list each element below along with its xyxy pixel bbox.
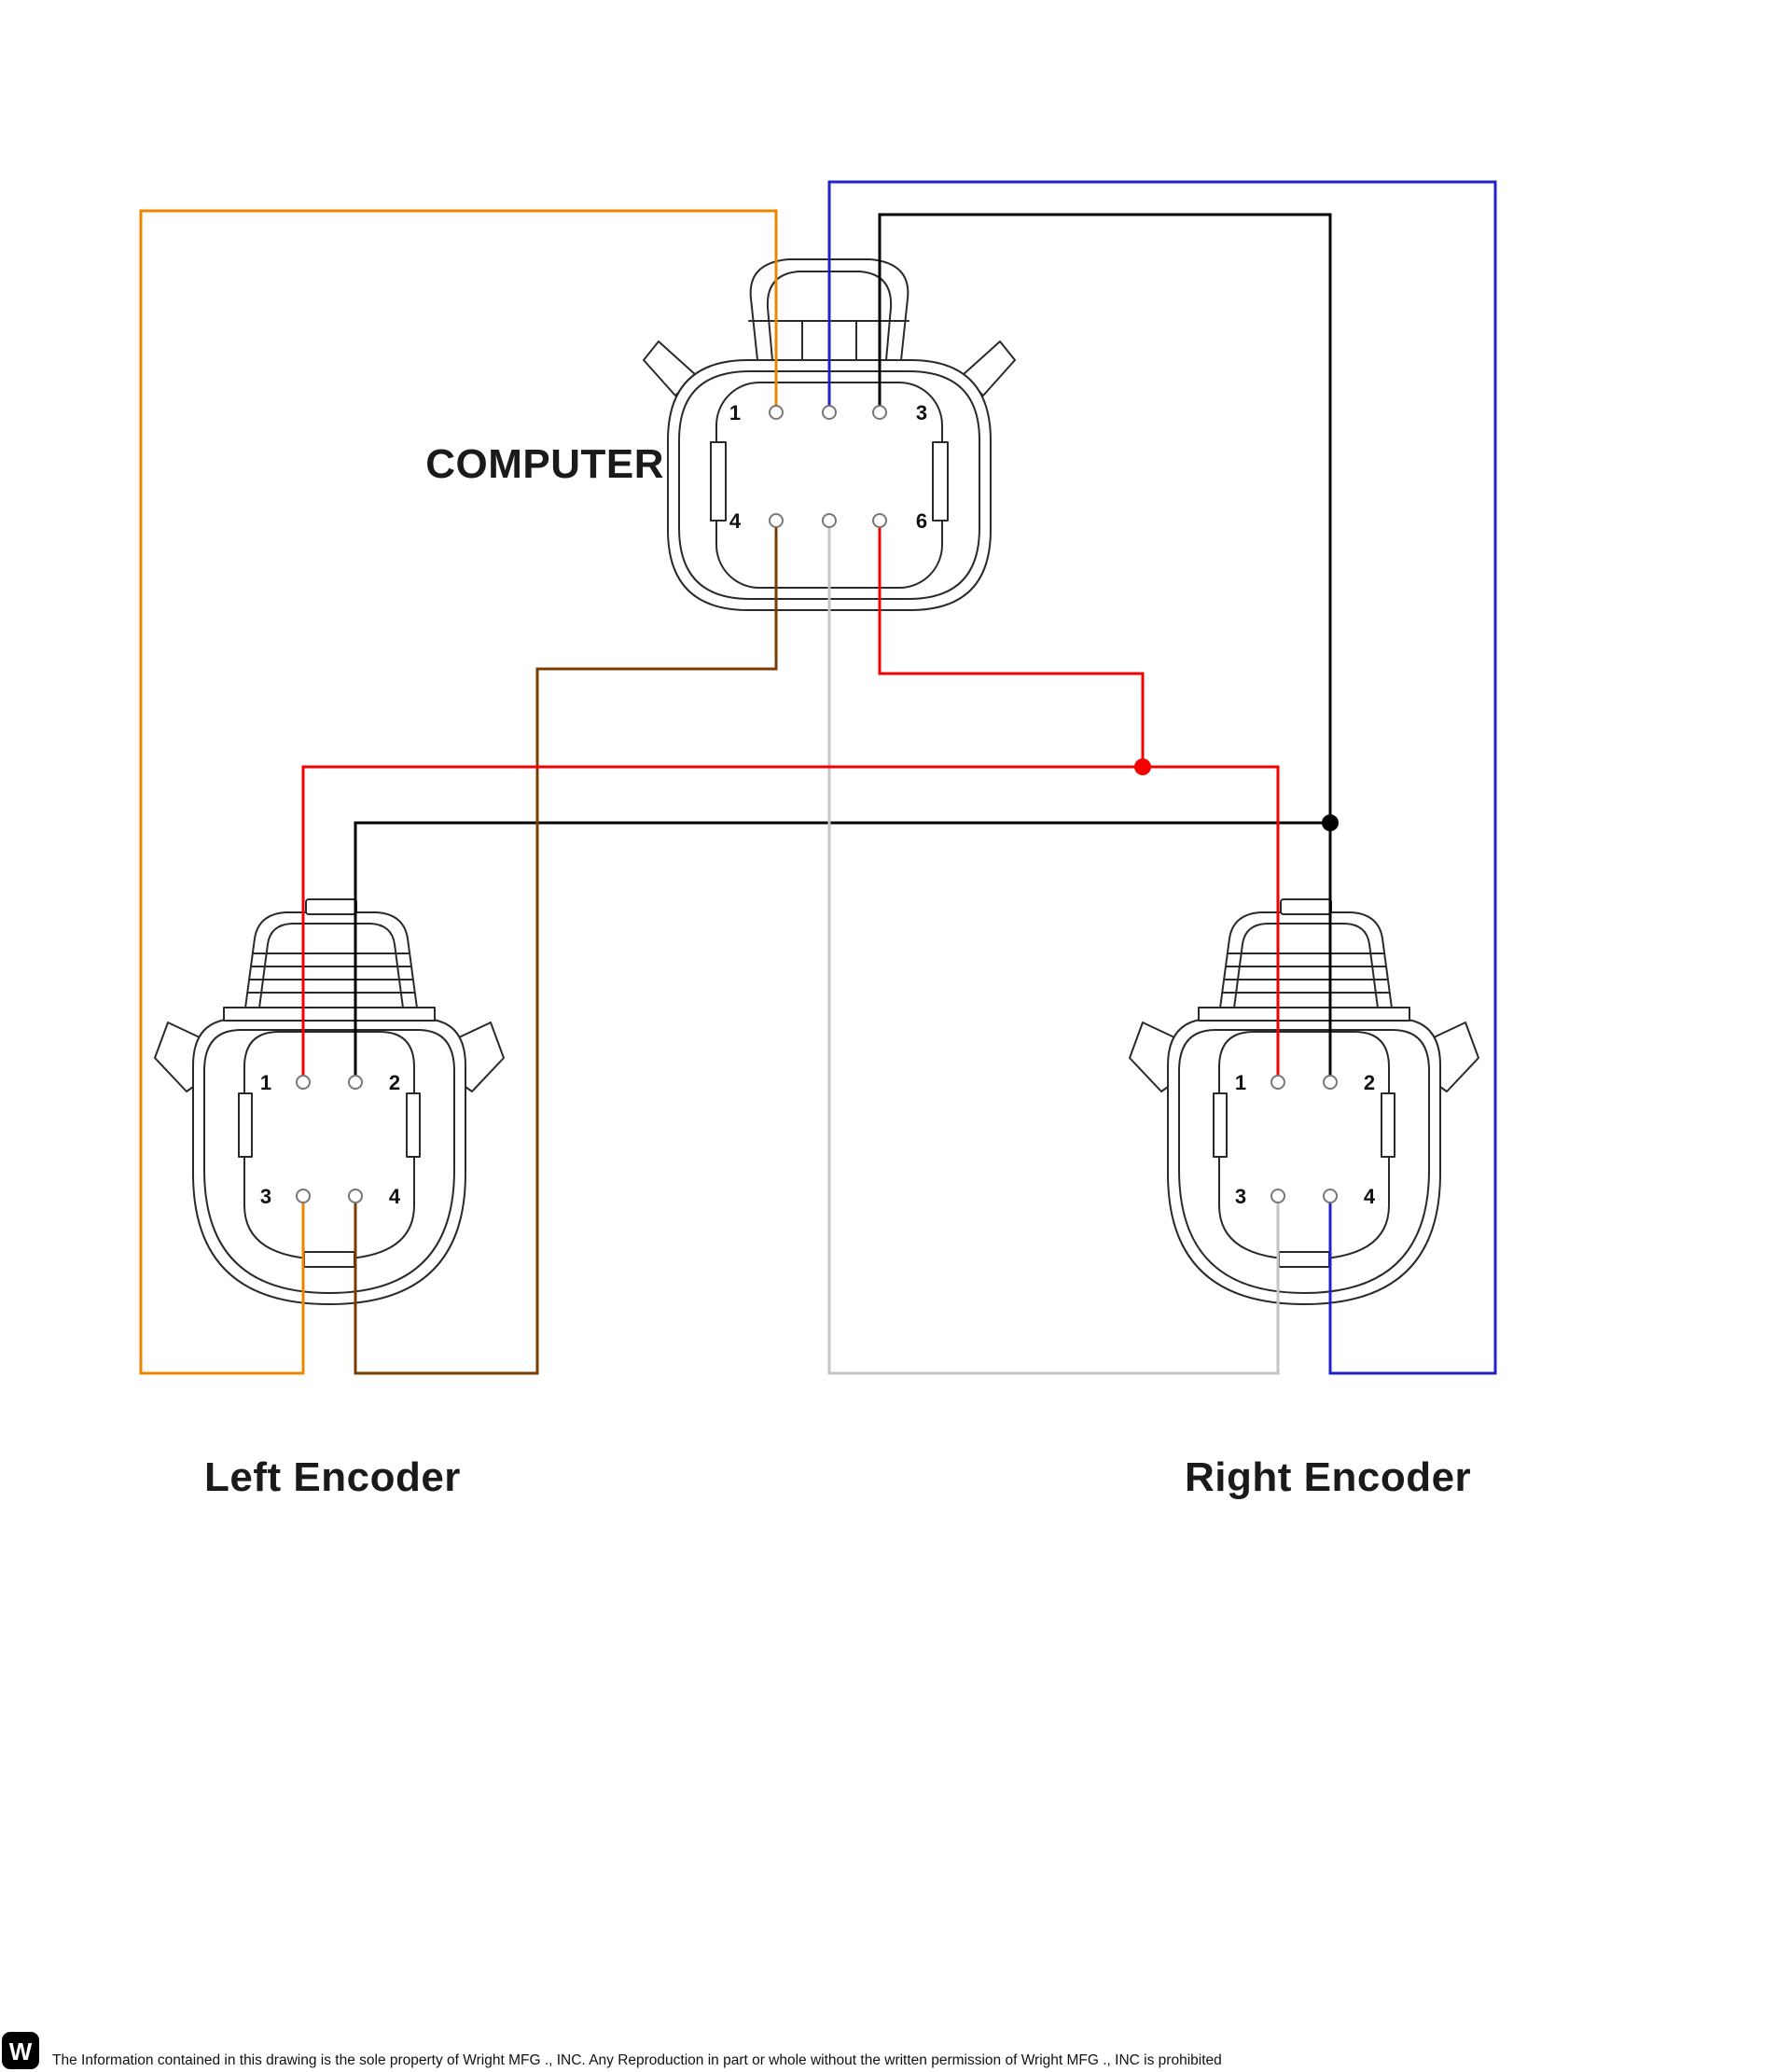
wire-gray-computer5-to-right3 <box>827 521 1280 1375</box>
pin-label-right-encoder-3: 3 <box>1235 1185 1246 1208</box>
computer-keyway-right <box>932 441 949 521</box>
pin-computer-5 <box>822 513 837 528</box>
wire-blue-computer2-to-right4 <box>827 180 1497 1375</box>
pin-label-left-encoder-4: 4 <box>389 1185 401 1208</box>
footer: W The Information contained in this draw… <box>2 2032 1222 2069</box>
pin-left-encoder-2 <box>348 1075 363 1090</box>
pin-computer-6 <box>872 513 887 528</box>
pin-computer-2 <box>822 405 837 420</box>
pin-computer-3 <box>872 405 887 420</box>
pin-label-computer-1: 1 <box>729 401 741 424</box>
wire-red-computer6-to-junction <box>878 521 1145 767</box>
computer-connector <box>643 258 1016 611</box>
pin-label-left-encoder-1: 1 <box>260 1071 271 1094</box>
right-encoder-label: Right Encoder <box>1185 1454 1471 1500</box>
pin-left-encoder-3 <box>296 1189 311 1203</box>
pin-computer-1 <box>769 405 784 420</box>
wire-red-bus-left1-to-right1 <box>301 765 1280 1082</box>
pin-right-encoder-2 <box>1323 1075 1338 1090</box>
pins-layer: 1 3 4 6 1 2 3 4 1 2 3 4 <box>260 401 1376 1208</box>
wire-black-branch-to-left2 <box>354 821 1330 1082</box>
pin-label-right-encoder-2: 2 <box>1364 1071 1375 1094</box>
pin-label-computer-6: 6 <box>916 509 927 533</box>
wright-mfg-logo <box>2 2032 39 2069</box>
pin-label-computer-3: 3 <box>916 401 927 424</box>
footer-disclaimer: The Information contained in this drawin… <box>52 2052 1222 2068</box>
red-junction-dot <box>1134 758 1151 775</box>
wire-orange-computer1-to-left3 <box>139 209 778 1375</box>
pin-label-computer-4: 4 <box>729 509 742 533</box>
wire-brown-computer4-to-left4 <box>354 521 778 1375</box>
wire-black-computer3-to-right2 <box>878 213 1332 1082</box>
computer-label: COMPUTER <box>425 441 664 487</box>
pin-label-right-encoder-4: 4 <box>1364 1185 1376 1208</box>
wright-mfg-logo-letter: W <box>9 2037 33 2065</box>
pin-left-encoder-4 <box>348 1189 363 1203</box>
pin-computer-4 <box>769 513 784 528</box>
black-junction-dot <box>1322 814 1339 831</box>
computer-body-inner-outline <box>678 370 980 600</box>
pin-right-encoder-1 <box>1270 1075 1285 1090</box>
wires-layer <box>139 180 1497 1375</box>
computer-body-outline <box>667 359 992 611</box>
pin-label-left-encoder-2: 2 <box>389 1071 400 1094</box>
pin-label-right-encoder-1: 1 <box>1235 1071 1246 1094</box>
pin-left-encoder-1 <box>296 1075 311 1090</box>
pin-right-encoder-3 <box>1270 1189 1285 1203</box>
left-encoder-label: Left Encoder <box>204 1454 461 1500</box>
pin-right-encoder-4 <box>1323 1189 1338 1203</box>
junctions-layer <box>1134 758 1339 831</box>
computer-keyway-left <box>710 441 727 521</box>
pin-label-left-encoder-3: 3 <box>260 1185 271 1208</box>
